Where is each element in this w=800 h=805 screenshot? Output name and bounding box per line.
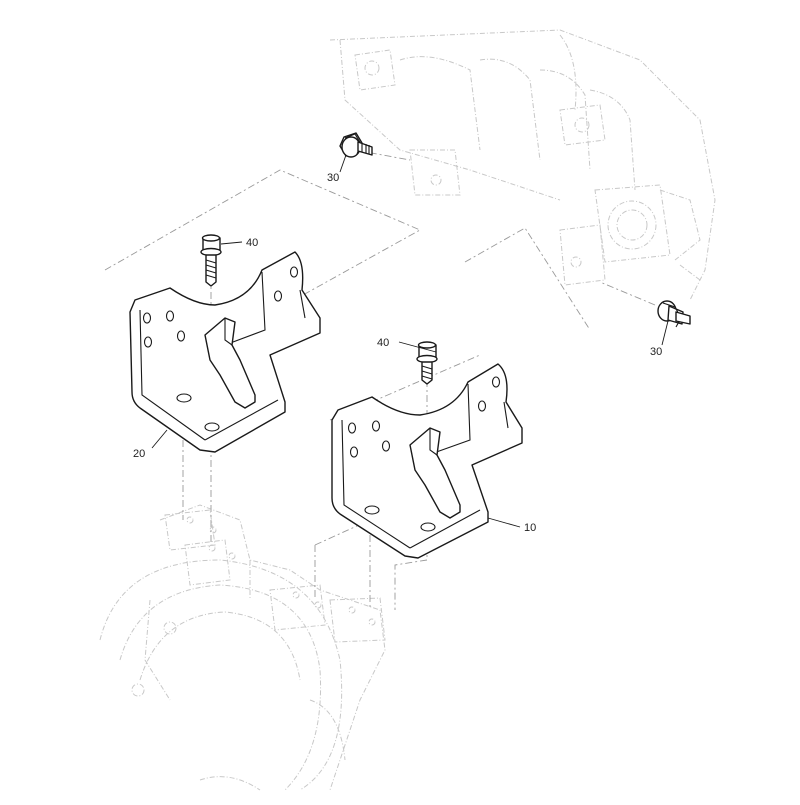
engine-block-ghost — [329, 29, 716, 301]
leader-30-top — [339, 154, 347, 173]
callout-40-left: 40 — [246, 237, 258, 249]
callout-30-right: 30 — [650, 346, 662, 358]
callout-30-top: 30 — [327, 172, 339, 184]
bracket-right[interactable] — [331, 363, 523, 559]
callouts: 40 40 30 30 20 10 — [133, 172, 662, 534]
bolt-small-right[interactable] — [657, 300, 691, 328]
bolt-small-top[interactable] — [339, 132, 373, 158]
bolt-long-left[interactable] — [200, 234, 222, 287]
callout-40-right: 40 — [377, 337, 389, 349]
callout-20: 20 — [133, 448, 145, 460]
leader-10 — [487, 517, 521, 528]
leader-40-left — [220, 241, 243, 245]
housing-ghost — [99, 504, 386, 791]
leader-30-right — [661, 320, 669, 346]
bolt-long-right[interactable] — [416, 341, 438, 385]
leader-lines — [151, 154, 669, 528]
leader-20 — [151, 429, 168, 449]
leader-40-right — [398, 341, 437, 353]
bracket-left[interactable] — [129, 251, 321, 453]
callout-10: 10 — [524, 522, 536, 534]
